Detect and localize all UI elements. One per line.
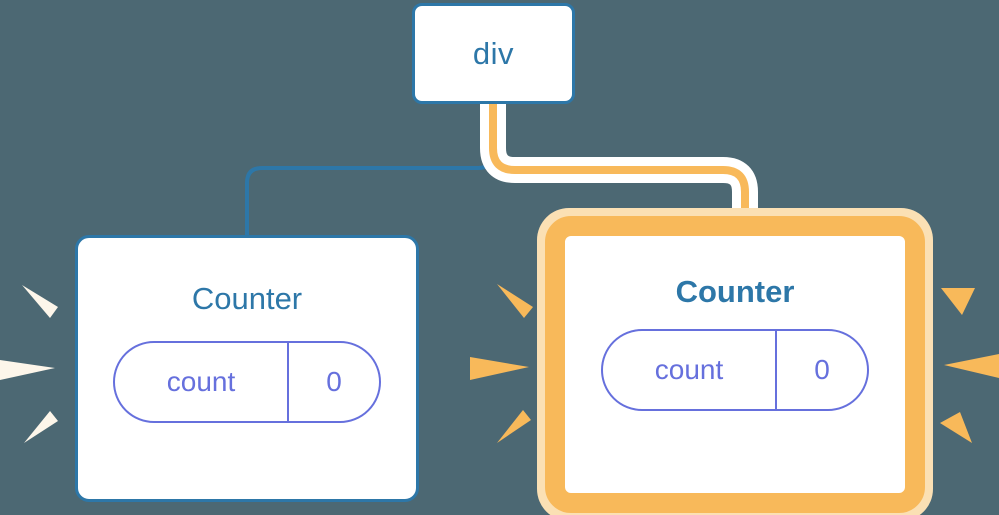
ray-icon <box>940 412 972 443</box>
ray-icon <box>497 284 533 318</box>
node-div-label: div <box>472 36 515 71</box>
ray-icon <box>470 357 529 380</box>
ray-icon <box>944 354 999 378</box>
state-pill-right-key: count <box>654 354 724 385</box>
ray-icon <box>0 360 55 380</box>
state-pill-left-value: 0 <box>287 343 379 421</box>
state-pill-right-value: 0 <box>775 331 867 409</box>
node-counter-left[interactable]: Counter count 0 <box>75 235 419 502</box>
node-counter-left-title: Counter <box>191 281 303 316</box>
state-pill-right[interactable]: count 0 <box>601 329 869 411</box>
ray-icon <box>497 410 531 443</box>
node-div[interactable]: div <box>412 3 575 104</box>
node-counter-right-title: Counter <box>675 274 795 309</box>
edge-div-to-counter-right <box>489 103 749 236</box>
node-counter-right[interactable]: Counter count 0 <box>545 216 925 513</box>
state-pill-left-key: count <box>166 366 236 397</box>
ray-icon <box>24 411 58 443</box>
state-pill-left[interactable]: count 0 <box>113 341 381 423</box>
ray-icon <box>941 288 975 315</box>
ray-icon <box>22 285 58 318</box>
